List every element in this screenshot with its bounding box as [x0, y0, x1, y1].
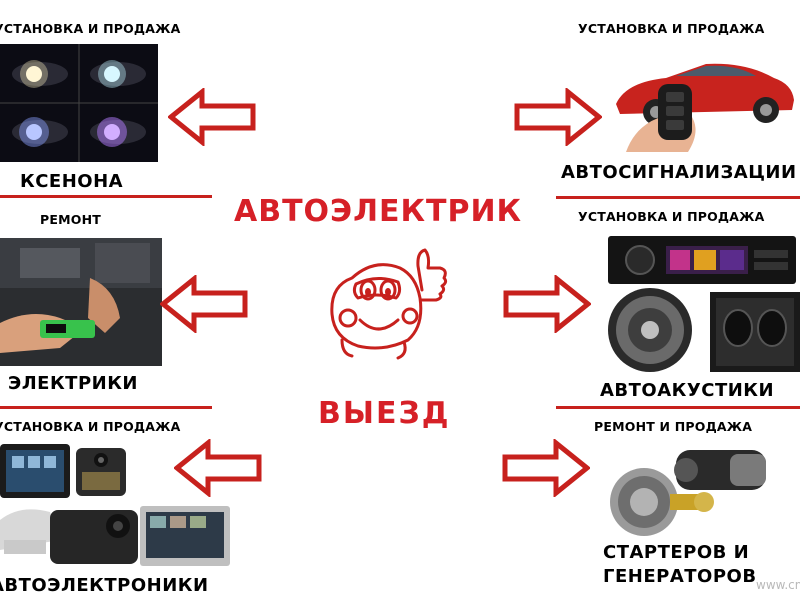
left-3-top-caption: УСТАНОВКА И ПРОДАЖА	[0, 419, 181, 434]
left-1-divider	[0, 195, 212, 198]
right-3-top-caption: РЕМОНТ И ПРОДАЖА	[594, 419, 753, 434]
right-1-top-caption: УСТАНОВКА И ПРОДАЖА	[578, 21, 765, 36]
car-audio-photo	[598, 232, 800, 374]
watermark: www.cmlt	[756, 578, 800, 592]
left-2-top-caption: РЕМОНТ	[40, 212, 101, 227]
arrow-right-icon	[502, 439, 590, 497]
arrow-left-icon	[168, 88, 256, 146]
left-1-top-caption: УСТАНОВКА И ПРОДАЖА	[0, 21, 181, 36]
electrical-repair-photo	[0, 238, 162, 366]
right-2-bottom-caption: АВТОАКУСТИКИ	[600, 380, 775, 401]
arrow-left-icon	[174, 439, 262, 497]
xenon-photo	[0, 44, 158, 162]
starters-generators-photo	[600, 440, 770, 540]
right-1-divider	[556, 196, 800, 199]
car-alarm-photo	[606, 44, 800, 152]
left-3-bottom-caption: АВТОЭЛЕКТРОНИКИ	[0, 575, 209, 596]
main-title: АВТОЭЛЕКТРИК	[234, 194, 523, 229]
left-2-divider	[0, 406, 212, 409]
right-2-top-caption: УСТАНОВКА И ПРОДАЖА	[578, 209, 765, 224]
right-3-bottom-caption-2: ГЕНЕРАТОРОВ	[603, 566, 757, 587]
arrow-left-icon	[160, 275, 248, 333]
right-2-divider	[556, 406, 800, 409]
car-mascot-icon	[312, 228, 462, 366]
subtitle: ВЫЕЗД	[318, 396, 451, 431]
left-2-bottom-caption: ЭЛЕКТРИКИ	[8, 373, 138, 394]
electronics-photo	[0, 440, 230, 568]
arrow-right-icon	[503, 275, 591, 333]
left-1-bottom-caption: КСЕНОНА	[20, 171, 124, 192]
right-3-bottom-caption: СТАРТЕРОВ И	[603, 542, 750, 563]
right-1-bottom-caption: АВТОСИГНАЛИЗАЦИИ	[561, 162, 797, 183]
arrow-right-icon	[514, 88, 602, 146]
